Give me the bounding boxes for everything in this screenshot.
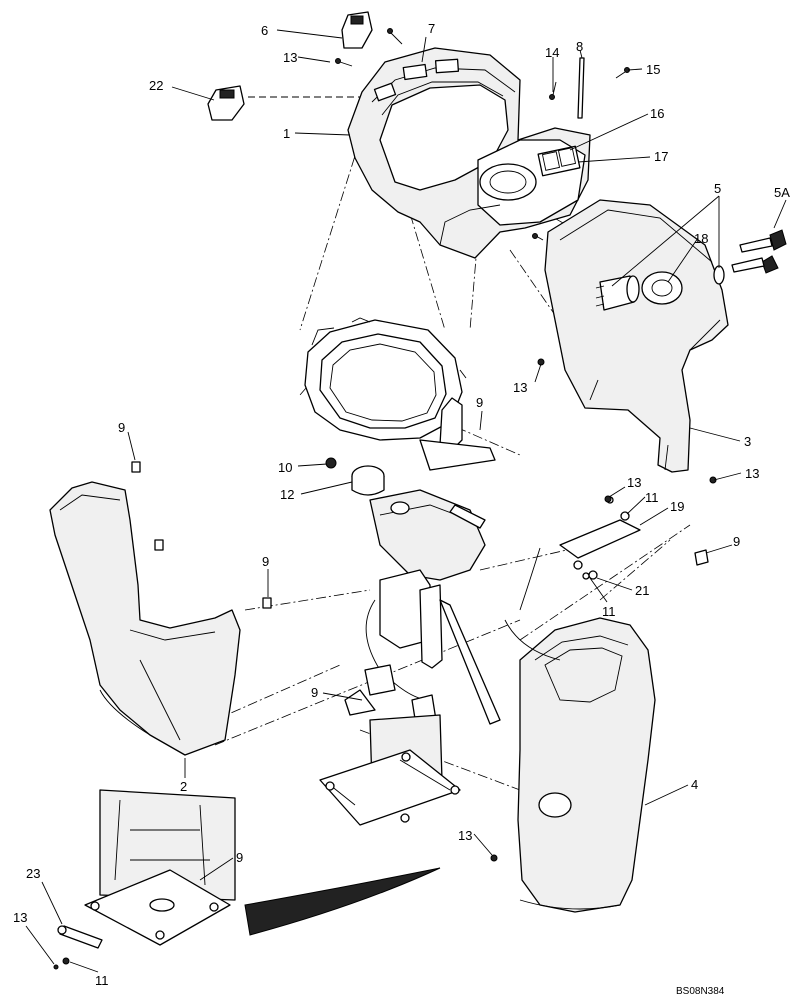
callout-13-right: 13	[745, 466, 759, 481]
callout-21: 21	[635, 583, 649, 598]
callout-9-left-mid: 9	[262, 554, 269, 569]
view-arrow	[244, 867, 441, 936]
instrument-cluster	[304, 317, 467, 469]
callout-9-base: 9	[311, 685, 318, 700]
callout-6: 6	[261, 23, 268, 38]
callout-12: 12	[280, 487, 294, 502]
callout-13-front: 13	[458, 828, 472, 843]
bracket-assembly	[504, 496, 709, 661]
top-screws	[335, 28, 630, 241]
callout-labels: 6 7 13 14 8 15 22 1 16 17 5 5A 18 13 3 1…	[13, 21, 790, 988]
callout-11-inset: 11	[95, 973, 109, 988]
callout-11-pedal: 11	[602, 604, 616, 619]
callout-1: 1	[283, 126, 290, 141]
misc-screws	[490, 358, 717, 862]
steering-column	[319, 397, 501, 826]
drawing-code: BS08N384	[676, 986, 725, 997]
callout-17: 17	[654, 149, 668, 164]
rocker-switch-22	[207, 85, 245, 121]
callout-18: 18	[694, 231, 708, 246]
callout-8: 8	[576, 39, 583, 54]
callout-9-right: 9	[733, 534, 740, 549]
leader-lines	[25, 29, 787, 973]
callout-19: 19	[670, 499, 684, 514]
callout-9-inset: 9	[236, 850, 243, 865]
ignition-nut	[713, 265, 725, 285]
callout-9-left-top: 9	[118, 420, 125, 435]
callout-22: 22	[149, 78, 163, 93]
callout-7: 7	[428, 21, 435, 36]
callout-13-mid: 13	[513, 380, 527, 395]
left-lower-panel	[49, 461, 272, 756]
callout-16: 16	[650, 106, 664, 121]
callout-23: 23	[26, 866, 40, 881]
callout-11-bracket: 11	[645, 490, 659, 505]
callout-5a: 5A	[774, 185, 790, 200]
callout-2: 2	[180, 779, 187, 794]
callout-3: 3	[744, 434, 751, 449]
right-side-panel	[544, 199, 729, 473]
callout-10: 10	[278, 460, 292, 475]
upper-console-cover	[347, 47, 591, 259]
callout-13-top: 13	[283, 50, 297, 65]
callout-13-inset: 13	[13, 910, 27, 925]
ignition-key	[731, 229, 787, 274]
front-lower-cover	[517, 617, 656, 913]
callout-4: 4	[691, 777, 698, 792]
callout-14: 14	[545, 45, 559, 60]
callout-5: 5	[714, 181, 721, 196]
rocker-switch-6	[341, 11, 373, 49]
callout-13-bracket: 13	[627, 475, 641, 490]
callout-9-column: 9	[476, 395, 483, 410]
ignition-switch	[595, 275, 640, 311]
callout-15: 15	[646, 62, 660, 77]
inset-detail	[53, 789, 236, 970]
